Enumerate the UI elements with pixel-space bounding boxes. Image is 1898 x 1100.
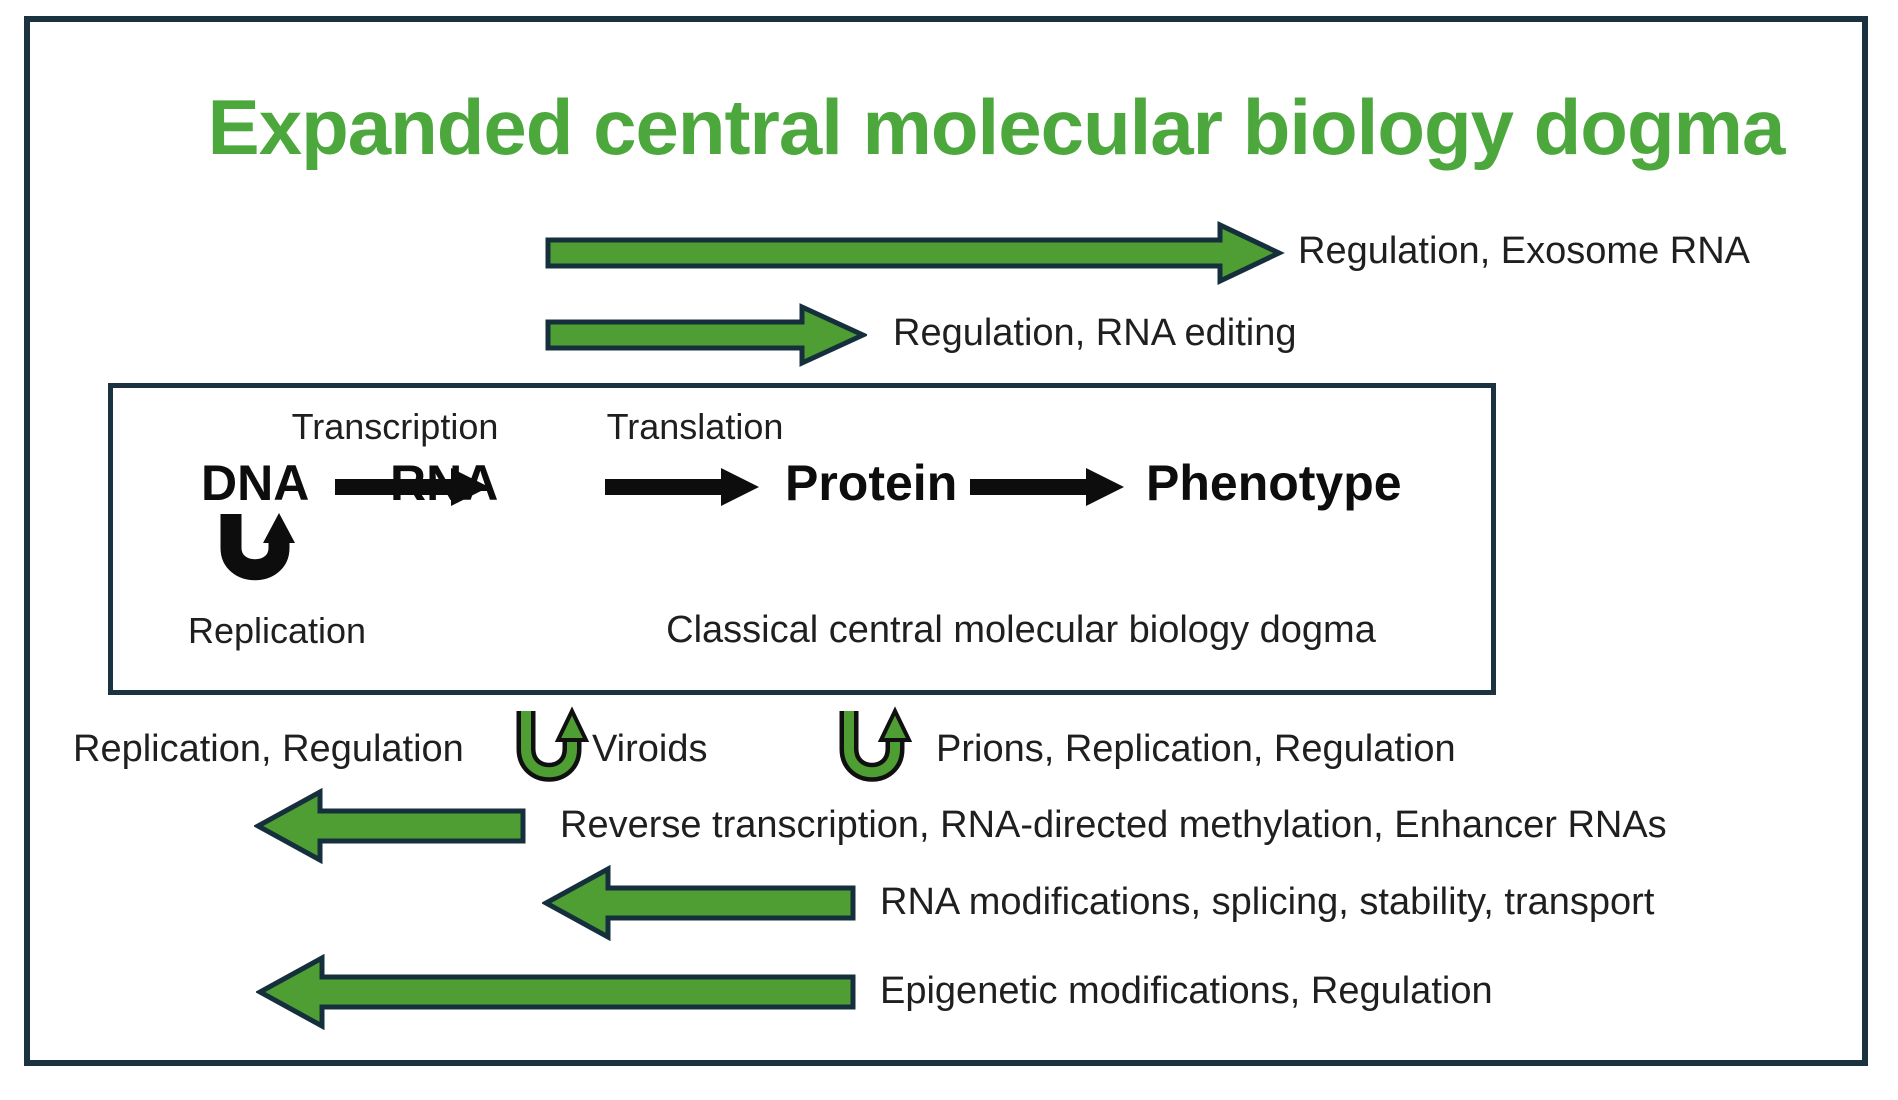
node-protein: Protein (785, 455, 958, 511)
node-phenotype: Phenotype (1146, 455, 1402, 511)
flow-arrow-icon (335, 465, 493, 509)
flow-arrow-icon (970, 465, 1128, 509)
left-arrow-icon (256, 954, 856, 1030)
classical-dogma-box: Transcription Translation DNA RNA Protei… (108, 383, 1496, 695)
transcription-label: Transcription (291, 406, 499, 447)
node-dna: DNA (201, 455, 310, 511)
right-arrow-icon (545, 301, 867, 369)
right-arrow-icon (545, 219, 1285, 287)
node-rna: RNA (390, 455, 499, 511)
feedback-right-label: Prions, Replication, Regulation (936, 728, 1456, 770)
u-turn-arrow-icon (513, 705, 591, 793)
bottom-arrow-label-rna-modifications: RNA modifications, splicing, stability, … (880, 881, 1655, 923)
u-turn-arrow-icon (836, 705, 914, 793)
left-arrow-icon (254, 788, 526, 864)
bottom-arrow-label-epigenetic: Epigenetic modifications, Regulation (880, 970, 1493, 1012)
translation-label: Translation (606, 406, 784, 447)
feedback-left-label: Replication, Regulation (73, 728, 464, 770)
left-arrow-icon (542, 865, 856, 941)
flow-arrow-icon (605, 465, 763, 509)
replication-label: Replication (187, 610, 367, 651)
feedback-middle-label: Viroids (592, 728, 708, 770)
diagram-title: Expanded central molecular biology dogma (207, 83, 1786, 171)
top-arrow-label-editing: Regulation, RNA editing (893, 312, 1297, 354)
classical-box-caption: Classical central molecular biology dogm… (666, 609, 1376, 651)
replication-loop-icon (217, 510, 303, 588)
top-arrow-label-exosome: Regulation, Exosome RNA (1298, 230, 1750, 272)
bottom-arrow-label-reverse-transcription: Reverse transcription, RNA-directed meth… (560, 804, 1667, 846)
